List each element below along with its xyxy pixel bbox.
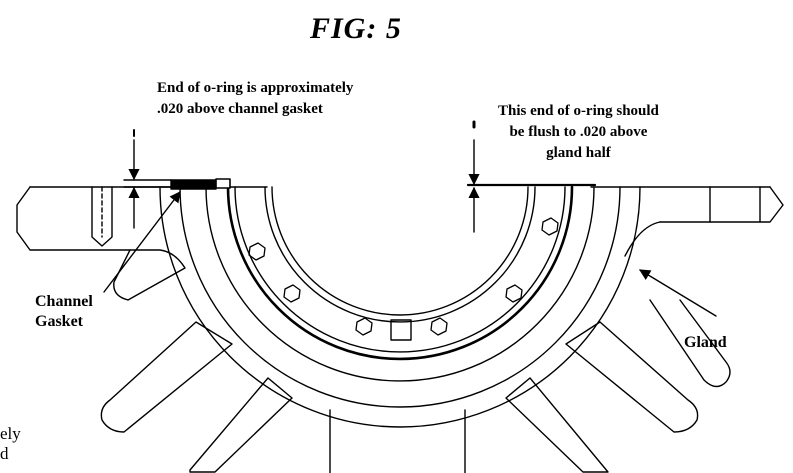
lug-left-lower	[189, 377, 293, 473]
o-ring-groove-inner	[234, 186, 566, 353]
lug-left-middle	[100, 321, 233, 433]
gland-half-note-line-2: be flush to .020 above	[509, 124, 648, 140]
gland-lugs	[100, 221, 731, 473]
gland-label: Gland	[684, 334, 727, 351]
channel-gasket-note-line-1: End of o-ring is approximately	[157, 80, 354, 96]
gland-outer-arc-2	[179, 186, 621, 408]
lug-right-middle	[565, 321, 699, 433]
inner-bore-arc-1	[264, 186, 536, 323]
lug-bottom-center	[329, 409, 466, 473]
lug-right-upper	[624, 221, 661, 257]
cut-off-text-line-2: d	[0, 444, 9, 463]
gland-leader	[639, 269, 717, 317]
o-ring-end-left	[215, 178, 231, 189]
gland-half-note-line-3: gland half	[546, 145, 611, 161]
figure-title: FIG: 5	[310, 12, 402, 45]
gland-right-end	[659, 186, 784, 223]
gland-half-note: This end of o-ring should be flush to .0…	[498, 101, 659, 164]
lug-right-upper-arm	[649, 299, 731, 388]
bottom-port-square	[390, 319, 412, 341]
channel-gasket-note-line-2: .020 above channel gasket	[157, 101, 323, 117]
gland-outer-arc-1	[159, 186, 641, 428]
inner-bore-arc-2	[271, 186, 529, 316]
gland-left-end	[16, 186, 131, 251]
channel-gasket-label-line-1: Channel	[35, 293, 93, 310]
channel-gasket-leader	[103, 191, 181, 293]
channel-gasket-label: Channel Gasket	[35, 292, 93, 332]
channel-gasket-note: End of o-ring is approximately .020 abov…	[157, 78, 353, 120]
lug-right-lower	[505, 377, 609, 473]
channel-gasket-label-line-2: Gasket	[35, 313, 83, 330]
bolt-hole-left	[91, 186, 113, 247]
hex-bolt-features	[248, 217, 559, 336]
gland-middle-arc	[205, 186, 595, 382]
o-ring-groove-outer	[226, 185, 574, 361]
cut-off-side-text: ely d	[0, 424, 21, 464]
channel-gasket-block	[170, 179, 217, 190]
lug-left-upper	[113, 249, 186, 301]
gland-half-note-line-1: This end of o-ring should	[498, 103, 659, 119]
cut-off-text-line-1: ely	[0, 424, 21, 443]
